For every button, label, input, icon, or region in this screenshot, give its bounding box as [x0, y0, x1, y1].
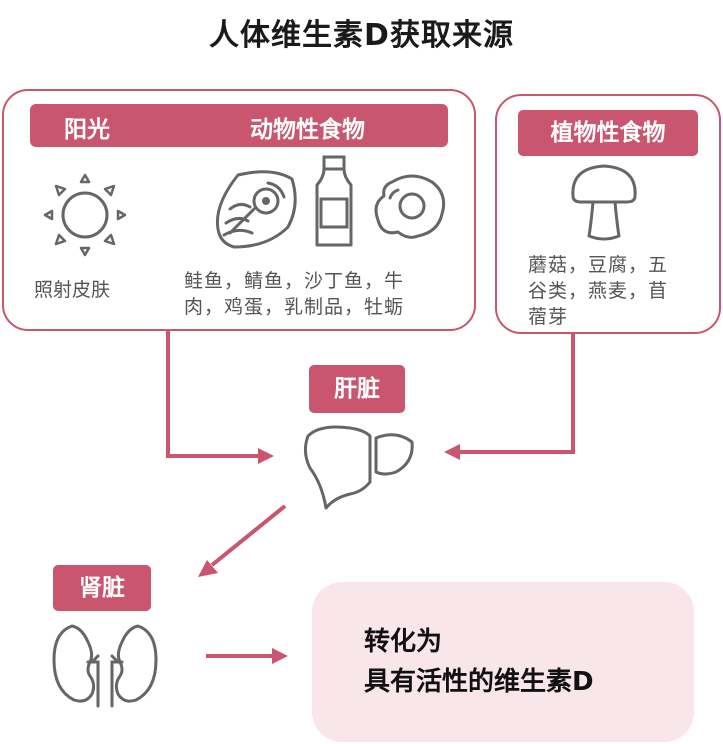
fried-egg-icon — [374, 174, 446, 239]
fish-icon — [215, 170, 297, 249]
plant-food-label: 植物性食物 — [518, 110, 698, 156]
plant-food-description-line-3: 蓿芽 — [528, 306, 569, 328]
result-line-1: 转化为 — [364, 627, 443, 657]
result-box — [312, 582, 694, 742]
liver-to-kidney-arrow — [210, 504, 287, 567]
mushroom-icon — [571, 164, 637, 241]
left-to-liver-arrow — [166, 331, 262, 458]
sun-icon — [43, 173, 127, 257]
kidney-label: 肾脏 — [53, 565, 151, 611]
animal-food-description-line-2: 肉，鸡蛋，乳制品，牡蛎 — [184, 296, 405, 318]
liver-label: 肝脏 — [309, 365, 405, 413]
kidney-icon — [52, 624, 158, 708]
left-to-liver-arrowhead — [258, 448, 274, 464]
right-to-liver-arrow — [456, 334, 575, 454]
animal-food-label: 动物性食物 — [250, 117, 365, 143]
left-panel-header — [30, 104, 448, 147]
animal-food-description-line-1: 鲑鱼，鲭鱼，沙丁鱼，牛 — [184, 270, 405, 292]
plant-food-description-line-1: 蘑菇，豆腐，五 — [528, 254, 669, 276]
liver-icon — [303, 425, 414, 510]
liver-to-kidney-arrowhead — [198, 560, 218, 577]
kidney-to-result-arrowhead — [272, 648, 288, 664]
result-line-2: 具有活性的维生素D — [364, 667, 594, 697]
diagram-title: 人体维生素D获取来源 — [209, 18, 514, 53]
sunlight-label: 阳光 — [64, 117, 110, 143]
plant-food-description-line-2: 谷类，燕麦，苜 — [528, 280, 669, 302]
right-to-liver-arrowhead — [444, 444, 460, 460]
milk-bottle-icon — [315, 155, 353, 247]
sunlight-description: 照射皮肤 — [34, 279, 111, 301]
